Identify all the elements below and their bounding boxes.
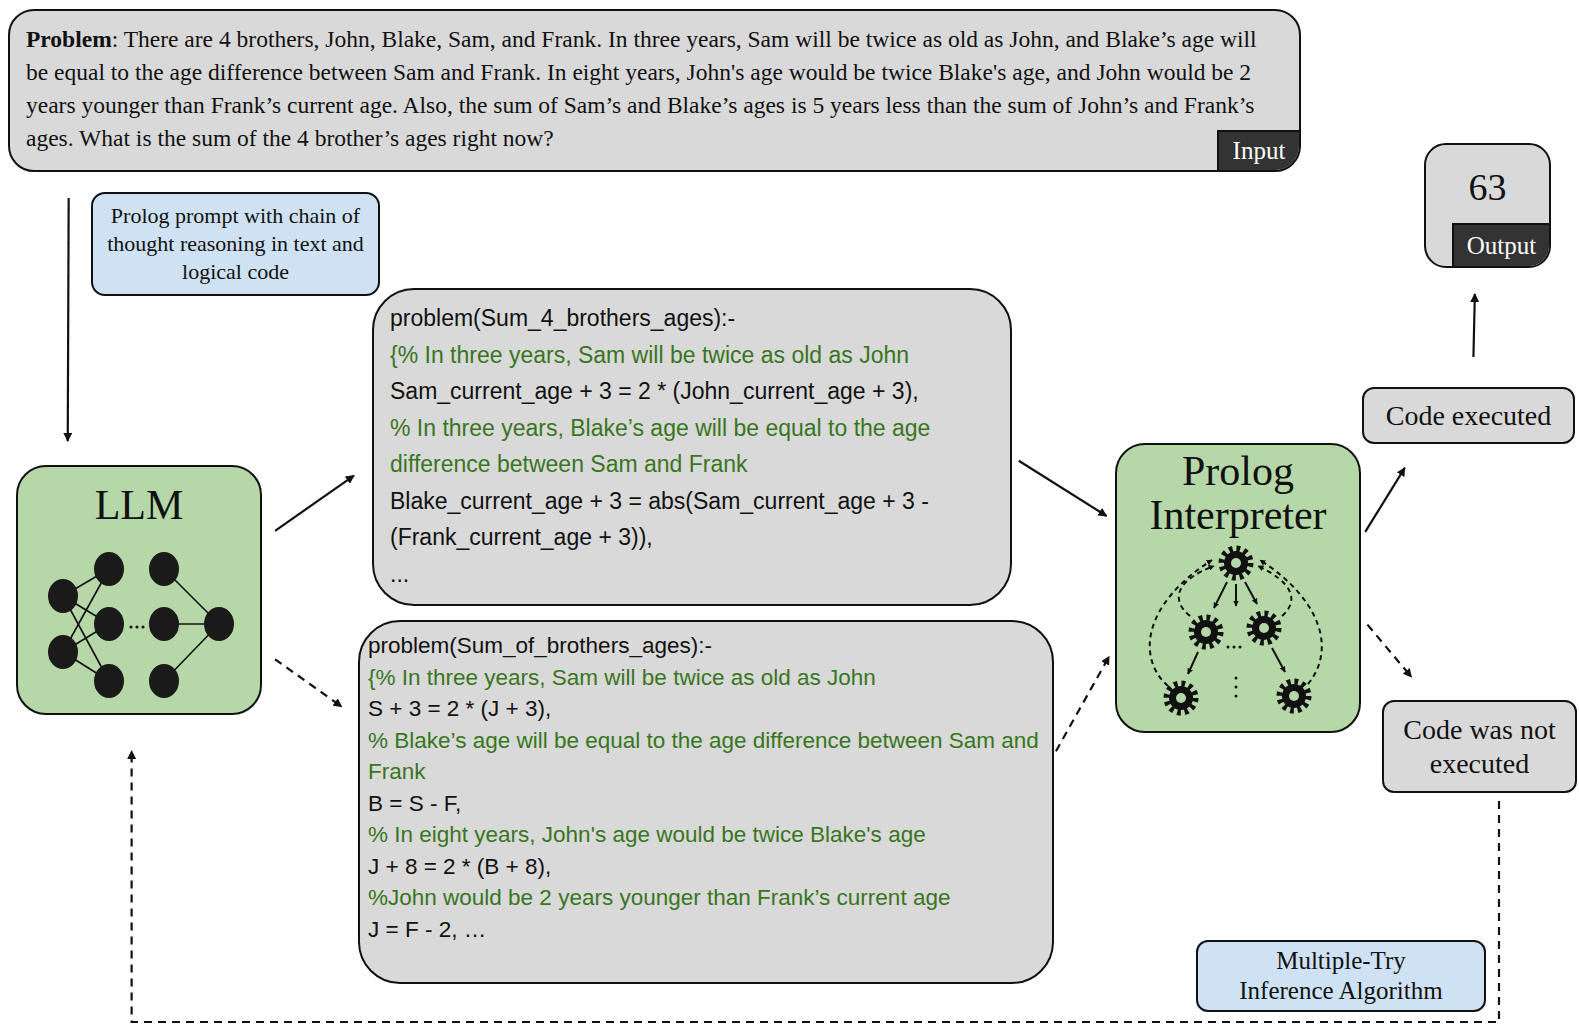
problem-text: Problem: There are 4 brothers, John, Bla… (26, 23, 1269, 155)
box-label: Code was not executed (1392, 713, 1567, 781)
dashed-arrow (275, 659, 342, 706)
code-comment: % In eight years, John's age would be tw… (368, 819, 1044, 851)
code-comment: % In three years, Blake’s age will be eq… (390, 410, 996, 483)
problem-body: : There are 4 brothers, John, Blake, Sam… (26, 26, 1257, 151)
box-label: 63 (1426, 165, 1549, 209)
code-line: Blake_current_age + 3 = abs(Sam_current_… (390, 483, 996, 556)
dashed-arrow (1367, 625, 1411, 677)
code-comment: {% In three years, Sam will be twice as … (368, 662, 1044, 694)
status-box: Code was not executed (1382, 700, 1577, 793)
box-label: Output (1467, 231, 1536, 261)
code-line: problem(Sum_4_brothers_ages):- (390, 300, 996, 337)
box-label: LLM (26, 483, 252, 527)
flow-arrow (1365, 468, 1405, 532)
interpreter-box: Prolog Interpreter (1115, 443, 1361, 733)
problem-box: Problem: There are 4 brothers, John, Bla… (8, 9, 1301, 172)
prompt-note: Prolog prompt with chain of thought reas… (91, 192, 380, 296)
llm-box: LLM (16, 465, 262, 715)
box-label: Prolog Interpreter (1125, 449, 1351, 537)
flow-arrow (1019, 461, 1107, 516)
code-line: J = F - 2, … (368, 914, 1044, 946)
output-box: 63Output (1424, 143, 1551, 268)
neural-net-icon (48, 552, 234, 698)
flow-arrow (275, 476, 354, 531)
problem-label: Problem (26, 26, 112, 52)
code-line: S + 3 = 2 * (J + 3), (368, 693, 1044, 725)
box-label: Multiple-Try Inference Algorithm (1228, 946, 1454, 1006)
code-line: Sam_current_age + 3 = 2 * (John_current_… (390, 373, 996, 410)
code-box: problem(Sum_of_brothers_ages):-{% In thr… (358, 620, 1054, 984)
box-label: Input (1233, 136, 1286, 166)
code-comment: {% In three years, Sam will be twice as … (390, 337, 996, 374)
code-line: problem(Sum_of_brothers_ages):- (368, 630, 1044, 662)
input-tab: Input (1217, 130, 1301, 172)
code-comment: % Blake’s age will be equal to the age d… (368, 725, 1044, 788)
code-comment: %John would be 2 years younger than Fran… (368, 882, 1044, 914)
box-label: Code executed (1386, 399, 1552, 433)
code-line: B = S - F, (368, 788, 1044, 820)
algorithm-note: Multiple-Try Inference Algorithm (1196, 940, 1486, 1012)
gears-icon (1150, 549, 1322, 712)
box-label: Prolog prompt with chain of thought reas… (105, 202, 366, 286)
code-line: ... (390, 556, 996, 593)
output-tab: Output (1452, 223, 1551, 268)
flow-arrow (67, 198, 70, 441)
code-box: problem(Sum_4_brothers_ages):-{% In thre… (372, 288, 1012, 606)
code-line: J + 8 = 2 * (B + 8), (368, 851, 1044, 883)
dashed-arrow (1056, 656, 1109, 751)
flow-arrow (1473, 294, 1474, 357)
status-box: Code executed (1362, 387, 1575, 444)
